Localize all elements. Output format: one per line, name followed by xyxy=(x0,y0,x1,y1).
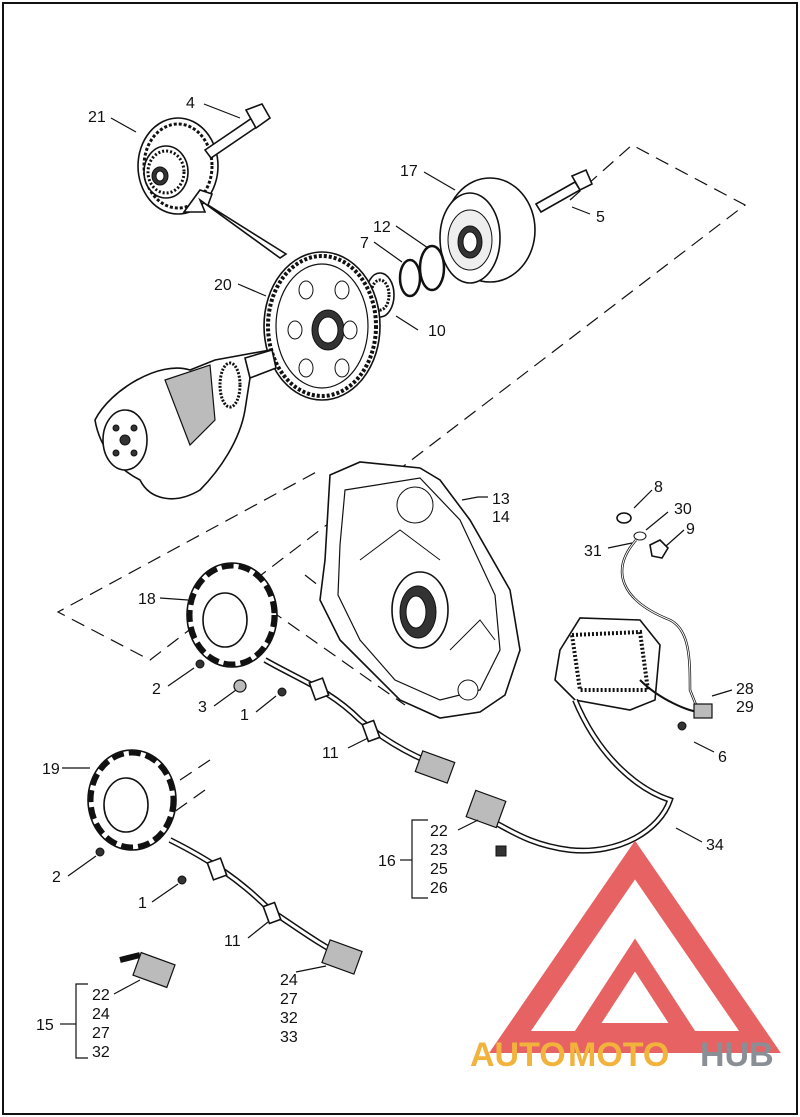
callout-9: 9 xyxy=(686,521,695,538)
callout-11: 11 xyxy=(322,745,339,762)
callout-13: 13 xyxy=(492,491,510,508)
ring-7 xyxy=(398,258,422,298)
callout-20: 20 xyxy=(214,277,232,294)
callout-2: 2 xyxy=(152,681,161,698)
callout-22: 22 xyxy=(430,823,448,840)
callout-15: 15 xyxy=(36,1017,54,1034)
stator-cover-13-14 xyxy=(319,461,521,719)
ground-wire-31 xyxy=(616,512,713,719)
voltage-regulator-34 xyxy=(465,617,674,857)
harness-11-upper xyxy=(263,657,456,784)
connector-15 xyxy=(119,951,176,989)
callout-10: 10 xyxy=(428,323,446,340)
callout-31: 31 xyxy=(584,543,602,560)
callout-23: 23 xyxy=(430,842,448,859)
watermark-moto: MOTO xyxy=(568,1036,669,1074)
callout-3: 3 xyxy=(198,699,207,716)
callout-30: 30 xyxy=(674,501,692,518)
starter-clutch-17 xyxy=(439,177,536,284)
callout-19: 19 xyxy=(42,761,60,778)
callout-33: 33 xyxy=(280,1029,298,1046)
callout-34: 34 xyxy=(706,837,724,854)
arrow-outline xyxy=(182,189,288,259)
callout-18: 18 xyxy=(138,591,156,608)
callout-16: 16 xyxy=(378,853,396,870)
callout-25: 25 xyxy=(430,861,448,878)
callout-11: 11 xyxy=(224,933,241,950)
automotohub-wordmark: AUTO MOTO HUB xyxy=(470,1036,774,1074)
logo-triangle-outer xyxy=(489,840,781,1053)
callout-27: 27 xyxy=(92,1025,110,1042)
ring-12 xyxy=(418,244,446,292)
bolt-4 xyxy=(203,103,272,160)
callout-8: 8 xyxy=(654,479,663,496)
callout-17: 17 xyxy=(400,163,418,180)
crankshaft xyxy=(94,348,277,500)
leader-lines xyxy=(60,103,733,1059)
bolt-5 xyxy=(534,168,594,214)
callout-4: 4 xyxy=(186,95,195,112)
callout-21: 21 xyxy=(88,109,106,126)
callout-24: 24 xyxy=(280,972,298,989)
callout-7: 7 xyxy=(360,235,369,252)
large-gear-20 xyxy=(263,251,381,401)
callout-29: 29 xyxy=(736,699,754,716)
callout-2: 2 xyxy=(52,869,61,886)
gear-assembly-21 xyxy=(137,117,219,215)
callout-labels: 21 4 17 5 12 7 20 10 13 14 8 30 9 31 18 … xyxy=(36,95,754,1061)
callout-5: 5 xyxy=(596,209,605,226)
harness-11-lower xyxy=(168,837,363,975)
callout-12: 12 xyxy=(373,219,391,236)
logo-triangle-inner xyxy=(568,938,702,1041)
callout-22: 22 xyxy=(92,987,110,1004)
callout-6: 6 xyxy=(718,749,727,766)
callout-32: 32 xyxy=(280,1010,298,1027)
callout-26: 26 xyxy=(430,880,448,897)
watermark-hub: HUB xyxy=(700,1036,774,1074)
callout-27: 27 xyxy=(280,991,298,1008)
callout-1: 1 xyxy=(240,707,249,724)
callout-32: 32 xyxy=(92,1044,110,1061)
stator-18 xyxy=(186,562,278,668)
callout-24: 24 xyxy=(92,1006,110,1023)
screws xyxy=(95,659,687,885)
automotohub-logo xyxy=(489,840,781,1053)
watermark-auto: AUTO xyxy=(470,1036,566,1074)
callout-14: 14 xyxy=(492,509,510,526)
callout-1: 1 xyxy=(138,895,147,912)
callout-28: 28 xyxy=(736,681,754,698)
stator-19 xyxy=(87,749,177,851)
